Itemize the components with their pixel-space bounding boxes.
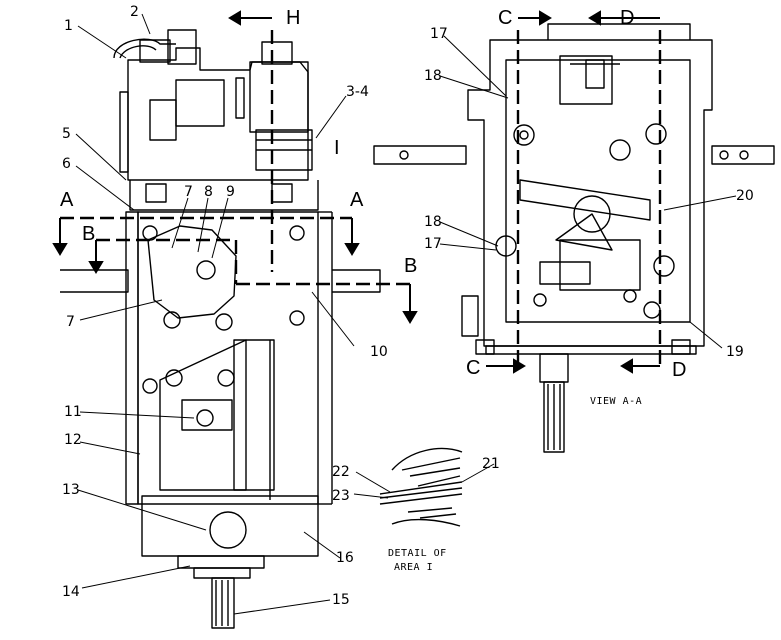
captions: VIEW A-A DETAIL OF AREA I xyxy=(388,396,642,573)
callout-16: 16 xyxy=(336,550,354,566)
callout-10: 10 xyxy=(370,344,388,360)
callout-12: 12 xyxy=(64,432,82,448)
callout-8: 8 xyxy=(204,184,213,200)
section-lines-left xyxy=(60,30,410,286)
callout-7a: 7 xyxy=(184,184,193,200)
detail-area-i xyxy=(379,447,463,527)
callout-labels: 1 2 3-4 5 6 7 8 9 7 10 11 12 13 14 15 16… xyxy=(62,4,754,608)
callout-23: 23 xyxy=(332,488,350,504)
pump-body-left xyxy=(60,29,381,629)
callout-6: 6 xyxy=(62,156,71,172)
callout-17b: 17 xyxy=(424,236,442,252)
section-letter-c-bottom: C xyxy=(466,357,480,379)
section-letter-d-top: D xyxy=(620,7,634,29)
callout-1: 1 xyxy=(64,18,73,34)
callout-14: 14 xyxy=(62,584,80,600)
section-letter-b-left: B xyxy=(82,223,95,245)
callout-21: 21 xyxy=(482,456,500,472)
callout-15: 15 xyxy=(332,592,350,608)
callout-3-4: 3-4 xyxy=(346,84,369,100)
section-letter-labels: H A A B B C C D D I xyxy=(60,7,686,381)
section-arrows xyxy=(52,10,660,374)
callout-5: 5 xyxy=(62,126,71,142)
callout-13: 13 xyxy=(62,482,80,498)
callout-18b: 18 xyxy=(424,214,442,230)
callout-18a: 18 xyxy=(424,68,442,84)
callout-17a: 17 xyxy=(430,26,448,42)
section-letter-a-right: A xyxy=(350,189,364,211)
caption-view-aa: VIEW A-A xyxy=(590,396,642,407)
section-letter-c-top: C xyxy=(498,7,512,29)
section-letter-a-left: A xyxy=(60,189,74,211)
callout-7b: 7 xyxy=(66,314,75,330)
callout-22: 22 xyxy=(332,464,350,480)
section-letter-h: H xyxy=(286,7,300,29)
section-lines-right xyxy=(516,30,662,366)
callout-9: 9 xyxy=(226,184,235,200)
callout-11: 11 xyxy=(64,404,82,420)
callout-2: 2 xyxy=(130,4,139,20)
section-letter-b-right: B xyxy=(404,255,417,277)
section-letter-i: I xyxy=(334,137,340,159)
leader-lines xyxy=(75,13,737,615)
callout-20: 20 xyxy=(736,188,754,204)
section-letter-d-bottom: D xyxy=(672,359,686,381)
callout-19: 19 xyxy=(726,344,744,360)
caption-detail-line2: AREA I xyxy=(394,562,433,573)
caption-detail-line1: DETAIL OF xyxy=(388,548,447,559)
